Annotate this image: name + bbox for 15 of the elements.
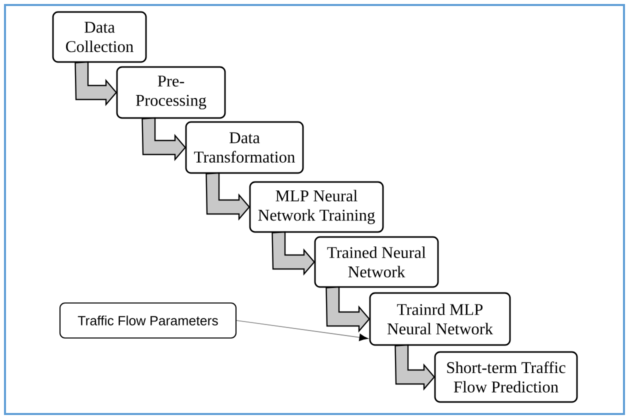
block-arrow <box>206 172 250 221</box>
block-arrow <box>326 286 370 333</box>
process-box: Trainrd MLP Neural Network <box>369 292 511 346</box>
process-box: Trained Neural Network <box>314 236 439 288</box>
process-box: Pre-Processing <box>116 66 226 119</box>
process-box: Data Transformation <box>185 121 304 174</box>
block-arrow <box>394 344 436 391</box>
process-box: MLP Neural Network Training <box>249 181 384 233</box>
process-box: Short-term Traffic Flow Prediction <box>434 351 578 403</box>
process-box: Data Collection <box>52 11 147 63</box>
input-box: Traffic Flow Parameters <box>59 302 237 339</box>
block-arrow <box>272 231 316 276</box>
block-arrow <box>74 61 118 106</box>
arrow <box>236 320 368 342</box>
block-arrow <box>142 117 186 162</box>
